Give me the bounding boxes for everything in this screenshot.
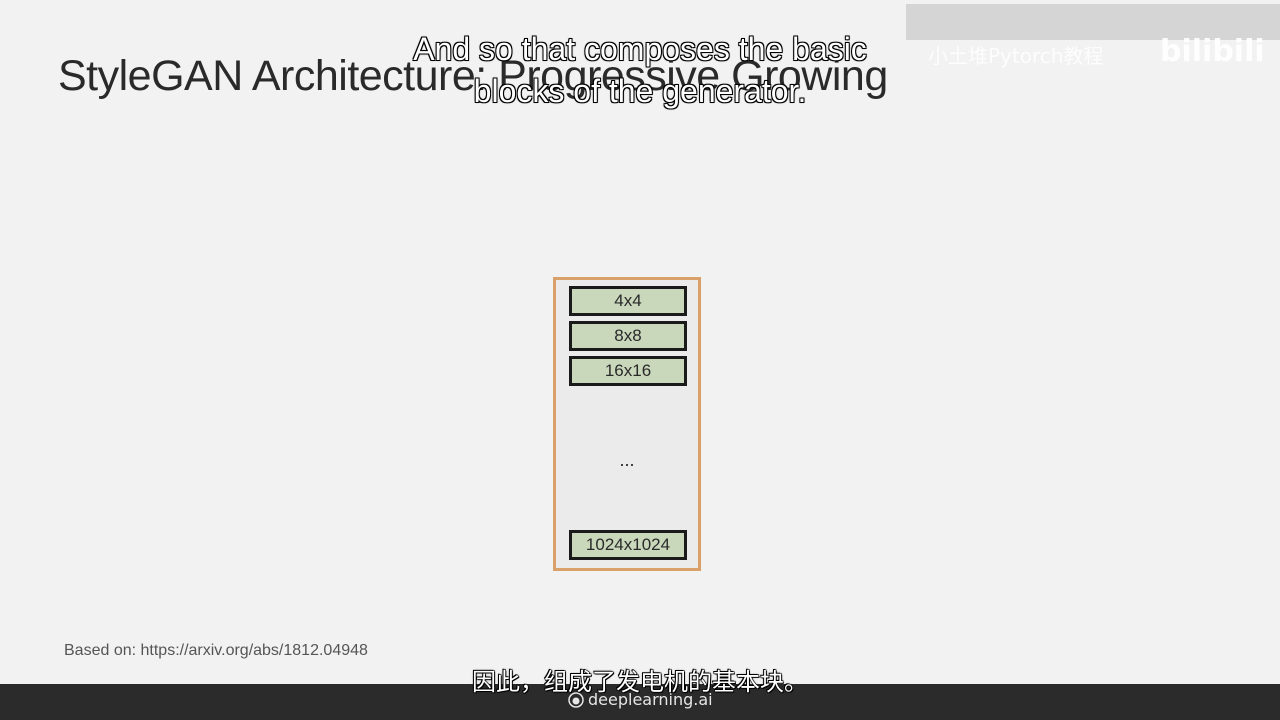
slide-title: StyleGAN Architecture: Progressive Growi… bbox=[58, 52, 888, 100]
block-8x8: 8x8 bbox=[569, 321, 687, 351]
brand-footer: deeplearning.ai bbox=[568, 690, 713, 709]
ellipsis: ... bbox=[619, 450, 635, 470]
chinese-subtitle: 因此，组成了发电机的基本块。 bbox=[471, 667, 808, 696]
progressive-growing-stack: 4x4 8x8 16x16 ... 1024x1024 bbox=[553, 277, 701, 571]
block-16x16: 16x16 bbox=[569, 356, 687, 386]
deeplearning-logo-icon bbox=[568, 691, 584, 708]
brand-name: deeplearning.ai bbox=[588, 690, 713, 709]
watermark-banner bbox=[906, 4, 1280, 40]
bilibili-logo: bilibili bbox=[1160, 34, 1265, 69]
watermark-text: 小土堆Pytorch教程 bbox=[928, 44, 1104, 68]
block-4x4: 4x4 bbox=[569, 286, 687, 316]
english-subtitle: And so that composes the basic blocks of… bbox=[413, 30, 868, 109]
block-1024x1024: 1024x1024 bbox=[569, 530, 687, 560]
citation-text: Based on: https://arxiv.org/abs/1812.049… bbox=[64, 642, 368, 659]
footer-bar bbox=[0, 684, 1280, 720]
